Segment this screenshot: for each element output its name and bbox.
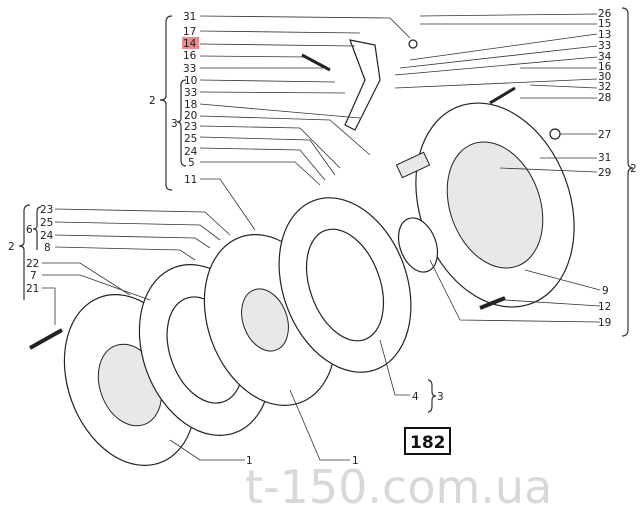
label-32: 32 xyxy=(598,81,611,93)
label-33b: 33 xyxy=(184,87,197,99)
release-lever xyxy=(344,39,381,131)
label-25: 25 xyxy=(184,133,197,145)
leader-lines xyxy=(42,13,601,461)
label-4: 4 xyxy=(412,391,419,403)
group-label-2: 2 xyxy=(149,95,156,107)
label-12: 12 xyxy=(598,301,611,313)
label-25l: 25 xyxy=(40,217,53,229)
label-16: 16 xyxy=(183,50,197,62)
label-31r: 31 xyxy=(598,152,611,164)
labels-left-top: 31 17 14 16 33 10 33 18 20 23 25 24 5 11… xyxy=(149,11,199,186)
label-9: 9 xyxy=(602,285,609,297)
label-7: 7 xyxy=(30,270,37,282)
clutch-cover-inner xyxy=(446,141,544,269)
figure-number-box: 182 xyxy=(404,427,451,455)
label-21: 21 xyxy=(26,283,39,295)
pressure-plate-inner xyxy=(305,228,385,342)
bolt-28 xyxy=(489,86,516,105)
nut-31 xyxy=(408,39,418,49)
label-10: 10 xyxy=(184,75,197,87)
group-label-3: 3 xyxy=(171,118,178,130)
label-15: 15 xyxy=(598,18,611,30)
labels-bottom: 4 3 1 1 xyxy=(246,391,444,467)
nut-27 xyxy=(549,128,561,140)
label-30: 30 xyxy=(598,71,611,83)
bolt-21 xyxy=(29,328,63,350)
pin-12 xyxy=(479,296,506,310)
label-24l: 24 xyxy=(40,230,54,242)
release-ring xyxy=(397,217,439,273)
label-29: 29 xyxy=(598,167,611,179)
label-23: 23 xyxy=(184,121,197,133)
label-17: 17 xyxy=(183,26,196,38)
label-18: 18 xyxy=(184,99,197,111)
group-label-2l: 2 xyxy=(8,241,15,253)
bolt-16 xyxy=(301,53,331,72)
spring xyxy=(395,151,431,179)
label-31: 31 xyxy=(183,11,196,23)
label-11: 11 xyxy=(184,174,197,186)
label-19: 19 xyxy=(598,317,611,329)
label-20: 20 xyxy=(184,110,197,122)
watermark: t-150.com.ua xyxy=(245,460,552,505)
label-26: 26 xyxy=(598,8,612,20)
group-brackets xyxy=(18,7,634,413)
label-13: 13 xyxy=(598,29,611,41)
label-5: 5 xyxy=(188,157,195,169)
label-8: 8 xyxy=(44,242,51,254)
label-33: 33 xyxy=(183,63,196,75)
parts-drawing xyxy=(29,39,575,466)
label-24: 24 xyxy=(184,146,198,158)
labels-left-lower: 23 25 24 8 22 7 21 2 6 xyxy=(8,204,54,295)
label-27: 27 xyxy=(598,129,611,141)
label-28: 28 xyxy=(598,92,611,104)
figure-number: 182 xyxy=(410,433,446,453)
label-23l: 23 xyxy=(40,204,53,216)
label-16r: 16 xyxy=(598,61,612,73)
group-label-6: 6 xyxy=(26,224,33,236)
driven-disc-hub xyxy=(241,288,289,352)
group-label-2r: 2 xyxy=(630,163,637,175)
label-14: 14 xyxy=(183,38,197,50)
label-33r: 33 xyxy=(598,40,611,52)
label-34: 34 xyxy=(598,51,612,63)
label-22: 22 xyxy=(26,258,39,270)
label-1a: 1 xyxy=(246,455,253,467)
labels-right: 26 15 13 33 34 16 30 32 28 27 31 29 2 9 … xyxy=(598,8,637,329)
highlight-marker xyxy=(182,37,199,49)
group-label-3b: 3 xyxy=(437,391,444,403)
label-1b: 1 xyxy=(352,455,359,467)
